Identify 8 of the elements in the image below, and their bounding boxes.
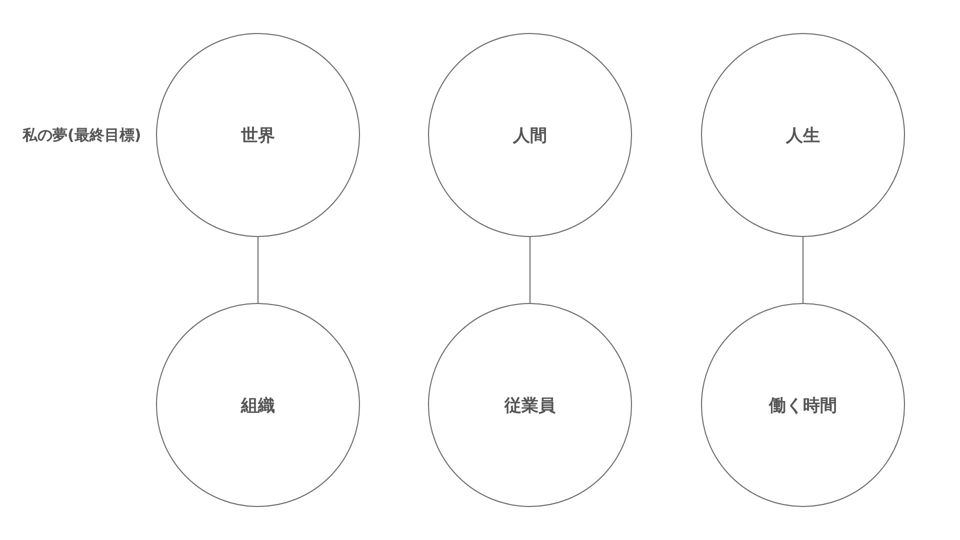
circle-text: 人間 (513, 124, 547, 146)
circle-text: 世界 (241, 124, 275, 146)
circle-text: 人生 (786, 124, 820, 146)
row-label: 私の夢(最終目標) (22, 126, 142, 144)
circle-text: 働く時間 (769, 394, 837, 416)
circle-text: 従業員 (504, 394, 556, 416)
connector-line (802, 236, 804, 304)
circle-text: 組織 (241, 394, 275, 416)
